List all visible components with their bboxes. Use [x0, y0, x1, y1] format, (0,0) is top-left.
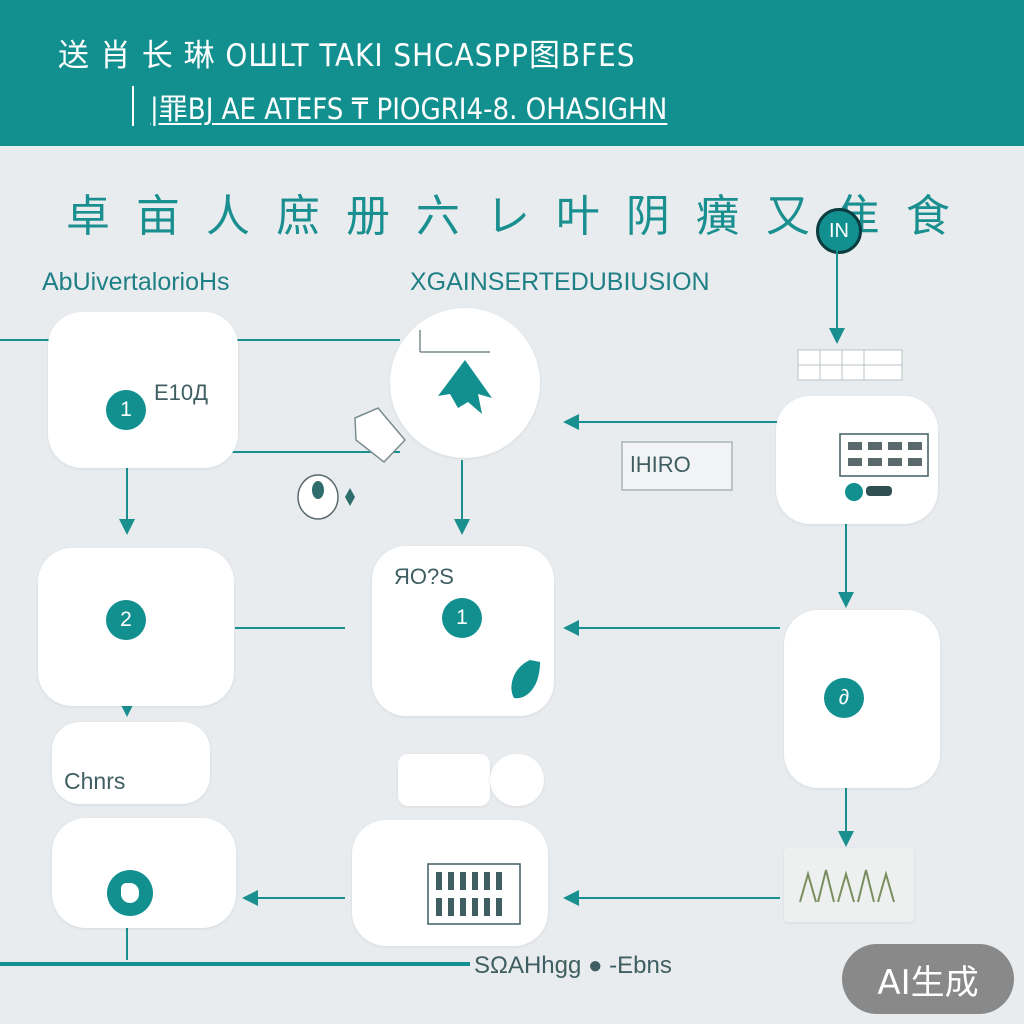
node-center-2: ЯO?S 1: [372, 546, 554, 716]
envelope-sketch: [354, 407, 407, 464]
node-left-2-number: 2: [106, 600, 146, 640]
in-badge: IN: [816, 208, 862, 254]
node-center-1: [390, 308, 540, 458]
bottom-rule: [0, 962, 470, 966]
node-left-4: [52, 818, 236, 928]
footer-text: SΩAHhgg ● -Ebns: [474, 952, 672, 979]
header-divider: [132, 86, 134, 126]
node-right-2-number: ∂: [824, 678, 864, 718]
note-box-text: ǀHIRO: [630, 452, 691, 477]
node-left-1-number: 1: [106, 390, 146, 430]
center-column-label: XGAINSERTEDUBIUSION: [410, 268, 710, 296]
note-box: [621, 441, 733, 491]
node-right-2: ∂: [784, 610, 940, 788]
node-center-2-number: 1: [442, 598, 482, 638]
node-left-1-text: Е10Д: [154, 380, 209, 405]
document-icon: [839, 433, 929, 501]
home-icon: [419, 330, 492, 414]
node-center-4: [352, 820, 548, 946]
node-left-1: 1 Е10Д: [48, 312, 238, 468]
left-column-label: AbUivertalorioHs: [42, 268, 230, 296]
leaf-icon: [511, 660, 540, 699]
node-center-2-text: ЯO?S: [394, 564, 454, 589]
diagram-title: 卓 亩 人 庶 册 六 レ 叶 阴 癀 又 隹 食: [66, 191, 956, 242]
node-left-3-text: Chnrs: [64, 768, 126, 794]
node-center-3a: [398, 754, 490, 806]
node-left-3: Chnrs: [52, 722, 210, 804]
ai-generated-watermark: AI生成: [842, 944, 1014, 1014]
node-right-3: [784, 848, 914, 922]
node-center-3b: [490, 754, 544, 806]
header-line-2: |罪BJ AE ATEFS ₸ PIOGRI4-8. OHASIGHN: [150, 92, 668, 126]
building-icon: [427, 863, 521, 925]
node-left-4-icon-bubble: [107, 870, 153, 916]
node-right-1: [776, 396, 938, 524]
people-icon: [799, 869, 895, 903]
header-line-1: 送 肖 长 琳 ОШLT TAKI SHCASPP图BFES: [58, 38, 636, 74]
header-banner: 送 肖 长 琳 ОШLT TAKI SHCASPP图BFES |罪BJ AE A…: [0, 0, 1024, 146]
person-icon: [121, 883, 139, 903]
diamond-icon: [345, 488, 355, 506]
node-left-2: 2: [38, 548, 234, 706]
